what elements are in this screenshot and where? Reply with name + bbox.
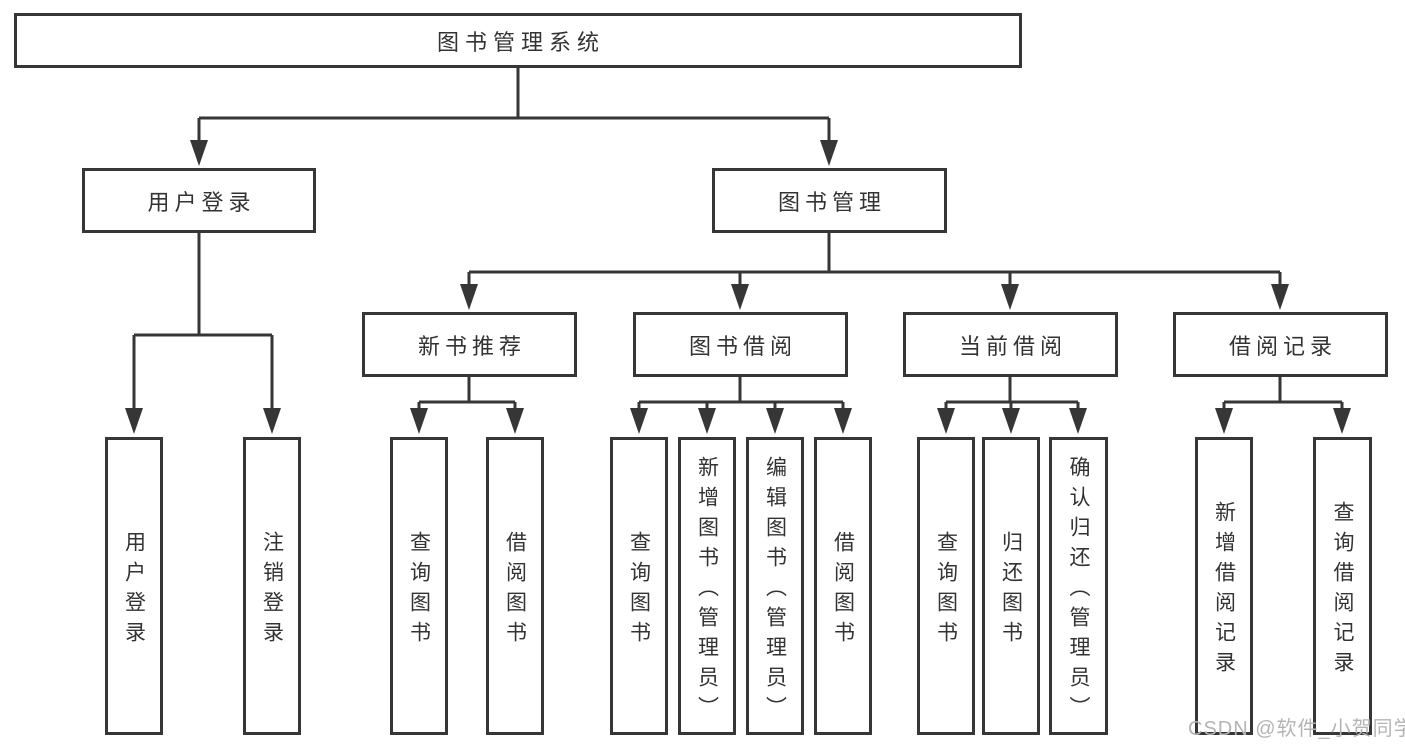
connector-book-borrow-branch [637,377,845,410]
leaf-label: 借阅图书 [831,530,855,651]
leaf-label: 查询图书 [627,530,651,651]
leaf-label: 归还图书 [999,530,1023,651]
leaf-label: 借阅图书 [503,530,527,651]
leaf-label: 注销登录 [260,530,284,651]
leaf-edit-books-admin: 编辑图书（管理员） [746,437,804,735]
connector-book-mgmt-branch [467,233,1282,286]
node-user-login: 用户登录 [82,168,316,233]
leaf-borrow-books: 借阅图书 [814,437,872,735]
connector-root [197,68,831,142]
node-borrowing-records: 借阅记录 [1173,312,1388,377]
leaf-confirm-return-admin: 确认归还（管理员） [1049,437,1108,735]
leaf-label: 编辑图书（管理员） [763,455,787,726]
leaf-query-books-borrow: 查询图书 [610,437,668,735]
connector-new-books-branch [417,377,517,410]
csdn-watermark: CSDN @软件_小贺同学 [1188,718,1405,740]
node-label: 图书管理 [777,189,886,215]
node-label: 借阅记录 [1228,333,1337,359]
connector-current-borrow-branch [944,377,1080,410]
leaf-return-books: 归还图书 [982,437,1040,735]
node-current-borrowing: 当前借阅 [903,312,1118,377]
leaf-label: 查询借阅记录 [1331,500,1354,681]
leaf-user-login: 用户登录 [105,437,163,735]
leaf-borrow-books-recommend: 借阅图书 [486,437,544,735]
node-book-management: 图书管理 [712,168,947,233]
leaf-query-borrow-record: 查询借阅记录 [1313,437,1372,735]
node-label: 用户登录 [147,189,256,215]
leaf-label: 新增图书（管理员） [695,455,719,726]
leaf-query-books-current: 查询图书 [917,437,975,735]
leaf-label: 新增借阅记录 [1212,500,1236,681]
connector-user-login-branch [132,233,274,410]
node-new-book-recommendation: 新书推荐 [362,312,577,377]
node-label: 当前借阅 [958,333,1067,359]
node-label: 图书借阅 [688,333,797,359]
leaf-logout: 注销登录 [243,437,301,735]
node-label: 图书管理系统 [436,29,605,55]
connector-records-branch [1222,377,1344,410]
node-book-borrowing: 图书借阅 [633,312,848,377]
leaf-label: 查询图书 [407,530,431,651]
leaf-label: 用户登录 [122,530,146,651]
leaf-query-books-recommend: 查询图书 [390,437,448,735]
leaf-add-borrow-record: 新增借阅记录 [1195,437,1253,735]
leaf-label: 查询图书 [934,530,958,651]
leaf-label: 确认归还（管理员） [1067,455,1090,726]
node-label: 新书推荐 [417,333,526,359]
leaf-add-books-admin: 新增图书（管理员） [678,437,736,735]
node-library-management-system: 图书管理系统 [14,13,1022,68]
